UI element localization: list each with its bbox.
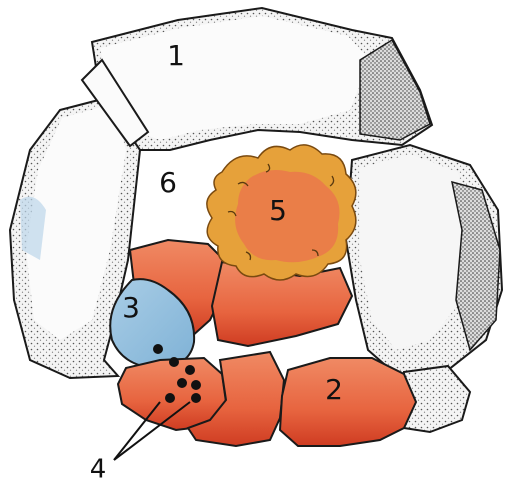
dot [191, 393, 201, 403]
label-5: 5 [269, 194, 287, 227]
label-3: 3 [122, 291, 140, 324]
label-1: 1 [167, 39, 185, 72]
rock-1 [82, 8, 432, 150]
dot [191, 380, 201, 390]
dot [153, 344, 163, 354]
label-4: 4 [90, 455, 107, 485]
dot [169, 357, 179, 367]
right-white-rock [346, 145, 502, 378]
label-6: 6 [159, 166, 177, 199]
dot [185, 365, 195, 375]
label-2: 2 [325, 373, 343, 406]
dot [165, 393, 175, 403]
dot [177, 378, 187, 388]
label-4-leaders [114, 402, 190, 460]
rock-2 [280, 358, 416, 446]
